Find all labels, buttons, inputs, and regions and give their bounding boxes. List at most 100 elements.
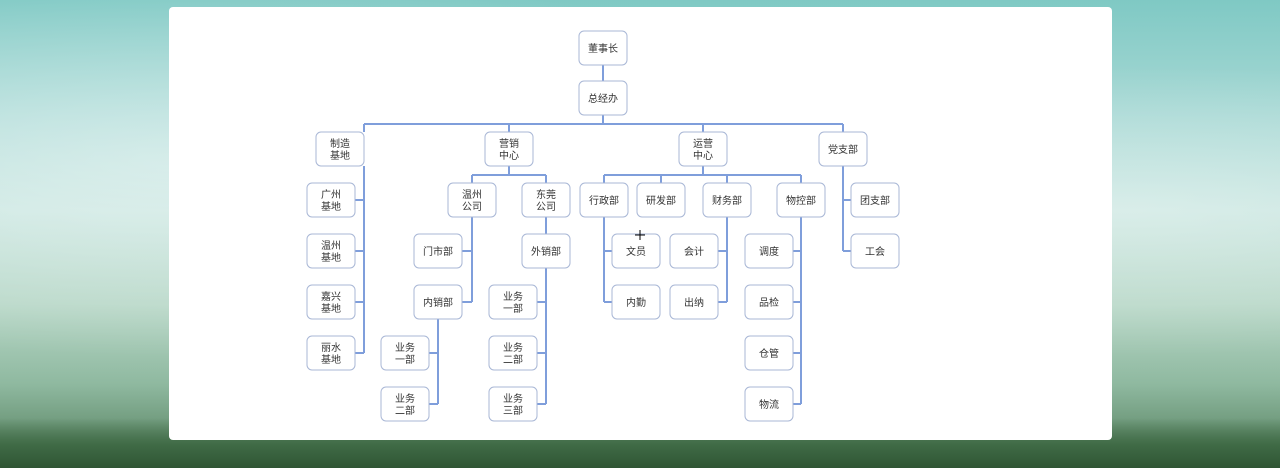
org-node-box: [315, 131, 365, 167]
org-node-box: [578, 30, 628, 66]
mouse-cursor-icon: [635, 230, 645, 240]
org-node-label: 团支部: [860, 194, 890, 207]
org-node-box: [744, 233, 794, 269]
org-node-logistics: 物流: [744, 386, 794, 422]
org-node-box: [413, 284, 463, 320]
org-node-box: [578, 80, 628, 116]
org-node-label: 内勤: [626, 296, 646, 309]
org-node-scheduling: 调度: [744, 233, 794, 269]
org-node-label: 调度: [759, 245, 779, 258]
org-node-box: [611, 233, 661, 269]
org-node-internal-service: 内勤: [611, 284, 661, 320]
org-node-labor-union: 工会: [850, 233, 900, 269]
org-node-manufacturing-base: 制造基地: [315, 131, 365, 167]
org-node-box: [678, 131, 728, 167]
org-node-box: [306, 335, 356, 371]
org-node-finance-dept: 财务部: [702, 182, 752, 218]
org-node-box: [306, 284, 356, 320]
org-node-box: [744, 284, 794, 320]
org-node-label: 行政部: [589, 194, 619, 207]
org-node-box: [306, 182, 356, 218]
org-node-label: 东莞公司: [536, 188, 556, 213]
org-node-label: 董事长: [588, 42, 618, 55]
org-node-label: 内销部: [423, 296, 453, 309]
org-node-label: 文员: [626, 245, 646, 258]
org-node-label: 品检: [759, 296, 779, 309]
org-node-accounting: 会计: [669, 233, 719, 269]
org-node-label: 出纳: [684, 296, 704, 309]
org-node-label: 营销中心: [499, 137, 519, 162]
org-node-quality-check: 品检: [744, 284, 794, 320]
org-node-material-dept: 物控部: [776, 182, 826, 218]
org-node-warehouse: 仓管: [744, 335, 794, 371]
org-node-lishui-base: 丽水基地: [306, 335, 356, 371]
org-node-label: 温州基地: [321, 240, 341, 264]
org-node-wenzhou-company: 温州公司: [447, 182, 497, 218]
org-node-label: 业务三部: [503, 392, 523, 417]
org-node-label: 财务部: [712, 194, 742, 207]
org-node-box: [776, 182, 826, 218]
org-node-box: [744, 335, 794, 371]
org-chart-nodes: 董事长总经办制造基地营销中心运营中心党支部广州基地温州基地嘉兴基地丽水基地温州公…: [306, 30, 900, 422]
org-node-box: [579, 182, 629, 218]
org-node-domestic-sales: 内销部: [413, 284, 463, 320]
org-node-box: [380, 386, 430, 422]
org-node-box: [488, 335, 538, 371]
org-node-dg-biz-1: 业务一部: [488, 284, 538, 320]
org-node-box: [611, 284, 661, 320]
org-chart-panel: 董事长总经办制造基地营销中心运营中心党支部广州基地温州基地嘉兴基地丽水基地温州公…: [169, 7, 1112, 440]
org-node-box: [380, 335, 430, 371]
org-node-label: 研发部: [646, 194, 676, 207]
org-node-wz-biz-1: 业务一部: [380, 335, 430, 371]
org-node-label: 物控部: [786, 194, 816, 207]
org-node-label: 业务一部: [395, 341, 415, 366]
org-node-marketing-center: 营销中心: [484, 131, 534, 167]
org-node-dg-biz-2: 业务二部: [488, 335, 538, 371]
org-node-box: [413, 233, 463, 269]
org-node-dongguan-company: 东莞公司: [521, 182, 571, 218]
org-node-box: [636, 182, 686, 218]
org-node-box: [669, 233, 719, 269]
org-chart-connectors: [355, 65, 851, 405]
org-node-label: 总经办: [588, 92, 618, 105]
org-node-wz-biz-2: 业务二部: [380, 386, 430, 422]
org-node-rd-dept: 研发部: [636, 182, 686, 218]
org-node-label: 业务二部: [395, 392, 415, 417]
org-node-label: 外销部: [531, 245, 561, 258]
org-node-cashier: 出纳: [669, 284, 719, 320]
org-node-label: 会计: [684, 245, 704, 258]
org-node-chairman: 董事长: [578, 30, 628, 66]
org-node-label: 仓管: [759, 347, 779, 360]
org-node-jiaxing-base: 嘉兴基地: [306, 284, 356, 320]
org-node-box: [850, 233, 900, 269]
org-node-label: 业务二部: [503, 341, 523, 366]
org-node-label: 嘉兴基地: [321, 290, 341, 315]
org-node-box: [702, 182, 752, 218]
org-node-label: 物流: [759, 398, 779, 411]
org-node-label: 党支部: [828, 143, 858, 156]
org-chart: 董事长总经办制造基地营销中心运营中心党支部广州基地温州基地嘉兴基地丽水基地温州公…: [306, 30, 900, 422]
org-node-box: [521, 233, 571, 269]
org-node-box: [306, 233, 356, 269]
org-node-dg-biz-3: 业务三部: [488, 386, 538, 422]
org-node-box: [669, 284, 719, 320]
org-node-export-sales: 外销部: [521, 233, 571, 269]
org-node-label: 运营中心: [693, 137, 713, 162]
org-node-gm-office: 总经办: [578, 80, 628, 116]
org-node-store-dept: 门市部: [413, 233, 463, 269]
org-node-box: [488, 386, 538, 422]
org-node-wenzhou-base: 温州基地: [306, 233, 356, 269]
org-node-clerk: 文员: [611, 233, 661, 269]
org-node-admin-dept: 行政部: [579, 182, 629, 218]
org-node-label: 工会: [865, 245, 885, 258]
org-node-label: 业务一部: [503, 290, 523, 315]
org-node-box: [447, 182, 497, 218]
org-node-label: 门市部: [423, 245, 453, 258]
org-node-party-branch: 党支部: [818, 131, 868, 167]
org-node-box: [488, 284, 538, 320]
org-node-label: 制造基地: [330, 137, 350, 162]
org-node-box: [484, 131, 534, 167]
org-node-youth-league: 团支部: [850, 182, 900, 218]
org-node-operations-center: 运营中心: [678, 131, 728, 167]
org-node-box: [818, 131, 868, 167]
